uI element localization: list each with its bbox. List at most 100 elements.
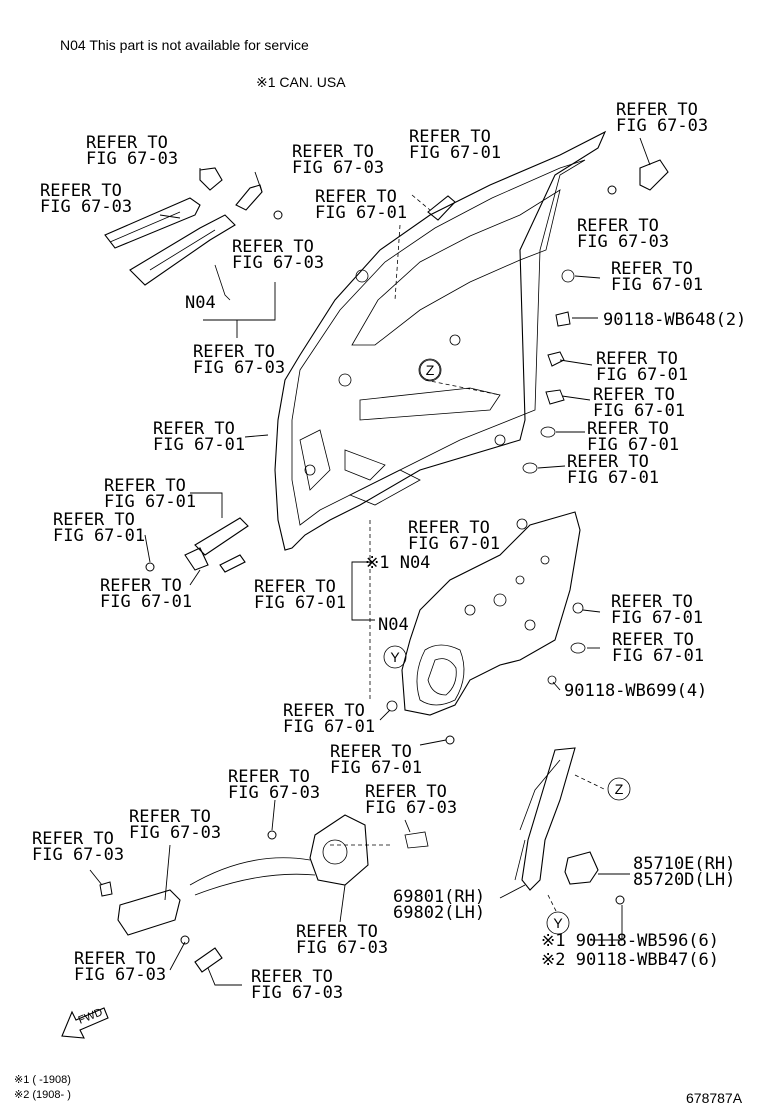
callout-fig-67-01: REFER TO FIG 67-01 [611,592,703,628]
refer-to-text: REFER TO [611,259,693,279]
footnote-2: ※2 (1908- ) [14,1089,71,1101]
window-regulator [514,747,599,891]
refer-to-text: REFER TO [232,237,314,257]
fig-ref-text: FIG 67-01 [408,534,500,554]
fig-ref-text: FIG 67-01 [330,758,422,778]
callout-fig-67-01: REFER TO FIG 67-01 [330,742,422,778]
fig-ref-text: FIG 67-01 [612,646,704,666]
callout-fig-67-03: REFER TO FIG 67-03 [251,967,343,1003]
fig-ref-text: FIG 67-01 [567,468,659,488]
fig-ref-text: FIG 67-03 [32,845,124,865]
circle-code-y-regulator: Y [546,911,570,935]
fig-ref-text: FIG 67-03 [365,798,457,818]
callout-fig-67-01: REFER TO FIG 67-01 [254,577,346,613]
refer-to-text: REFER TO [251,967,333,987]
code-y-label: Y [390,649,400,665]
fig-ref-text: FIG 67-03 [193,358,285,378]
callout-fig-67-01: REFER TO FIG 67-01 [315,187,407,223]
part-regulator-lh: 69802(LH) [393,903,485,923]
callout-fig-67-03: REFER TO FIG 67-03 [40,181,132,217]
refer-to-text: REFER TO [408,518,490,538]
code-n04-panel: N04 [378,615,409,635]
refer-to-text: REFER TO [292,142,374,162]
callout-fig-67-03: REFER TO FIG 67-03 [193,342,285,378]
part-bolt-wb596: ※1 90118-WB596(6) [541,931,719,951]
callout-fig-67-03: REFER TO FIG 67-03 [32,829,124,865]
callout-fig-67-01: REFER TO FIG 67-01 [283,701,375,737]
refer-to-text: REFER TO [365,782,447,802]
fig-ref-text: FIG 67-01 [315,203,407,223]
code-z-label: Z [615,781,624,797]
refer-to-text: REFER TO [153,419,235,439]
fig-ref-text: FIG 67-03 [292,158,384,178]
callout-fig-67-03: REFER TO FIG 67-03 [577,216,669,252]
callout-fig-67-03: REFER TO FIG 67-03 [232,237,324,273]
refer-to-text: REFER TO [567,452,649,472]
refer-to-text: REFER TO [32,829,114,849]
fig-ref-text: FIG 67-01 [587,435,679,455]
part-bolt-wb847: ※2 90118-WBB47(6) [541,950,719,970]
refer-to-text: REFER TO [612,630,694,650]
code-z-label: Z [426,362,435,378]
part-motor-rh: 85710E(RH) [633,854,735,874]
refer-to-text: REFER TO [296,922,378,942]
refer-to-text: REFER TO [611,592,693,612]
fig-ref-text: FIG 67-01 [283,717,375,737]
part-regulator-rh: 69801(RH) [393,887,485,907]
fig-ref-text: FIG 67-01 [611,608,703,628]
callout-fig-67-03: REFER TO FIG 67-03 [86,133,178,169]
circle-code-y-panel: Y [383,645,407,669]
circle-code-z-regulator: Z [607,777,631,801]
fig-ref-text: FIG 67-03 [251,983,343,1003]
market-note: ※1 CAN. USA [256,74,346,90]
refer-to-text: REFER TO [596,349,678,369]
refer-to-text: REFER TO [409,127,491,147]
fig-ref-text: FIG 67-01 [611,275,703,295]
fig-ref-text: FIG 67-03 [577,232,669,252]
callout-fig-67-01: REFER TO FIG 67-01 [611,259,703,295]
fig-ref-text: FIG 67-03 [616,116,708,136]
callout-fig-67-01: REFER TO FIG 67-01 [596,349,688,385]
refer-to-text: REFER TO [577,216,659,236]
service-note: N04 This part is not available for servi… [60,37,309,53]
fig-ref-text: FIG 67-03 [74,965,166,985]
fig-ref-text: FIG 67-01 [409,143,501,163]
fasteners [99,159,669,945]
latch-assembly [117,814,369,973]
callout-fig-67-01: REFER TO FIG 67-01 [153,419,245,455]
refer-to-text: REFER TO [53,510,135,530]
door-module-panel [401,511,581,716]
callout-fig-67-01: REFER TO FIG 67-01 [593,385,685,421]
refer-to-text: REFER TO [129,807,211,827]
refer-to-text: REFER TO [616,100,698,120]
fwd-arrow-icon: FWD [61,1006,109,1039]
refer-to-text: REFER TO [104,476,186,496]
fig-ref-text: FIG 67-01 [100,592,192,612]
fig-ref-text: FIG 67-01 [153,435,245,455]
callout-fig-67-01: REFER TO FIG 67-01 [587,419,679,455]
callout-fig-67-01: REFER TO FIG 67-01 [104,476,196,512]
refer-to-text: REFER TO [283,701,365,721]
diagram-id: 678787A [686,1090,743,1106]
footnote-1: ※1 ( -1908) [14,1074,71,1086]
callout-fig-67-03: REFER TO FIG 67-03 [74,949,166,985]
leader-lines [89,137,651,986]
part-motor-lh: 85720D(LH) [633,870,735,890]
callout-fig-67-01: REFER TO FIG 67-01 [409,127,501,163]
refer-to-text: REFER TO [100,576,182,596]
fig-ref-text: FIG 67-03 [40,197,132,217]
refer-to-text: REFER TO [587,419,669,439]
part-bolt-wb699: 90118-WB699(4) [564,681,707,701]
door-shell [274,130,607,551]
callout-fig-67-01: REFER TO FIG 67-01 [408,518,500,554]
callout-fig-67-03: REFER TO FIG 67-03 [616,100,708,136]
refer-to-text: REFER TO [40,181,122,201]
fig-ref-text: FIG 67-03 [129,823,221,843]
fig-ref-text: FIG 67-03 [232,253,324,273]
fig-ref-text: FIG 67-03 [86,149,178,169]
callout-fig-67-03: REFER TO FIG 67-03 [296,922,388,958]
outer-handle-assembly [104,167,283,301]
circle-code-z-door: Z [418,358,442,382]
callout-fig-67-03: REFER TO FIG 67-03 [228,767,320,803]
callout-fig-67-01: REFER TO FIG 67-01 [100,576,192,612]
